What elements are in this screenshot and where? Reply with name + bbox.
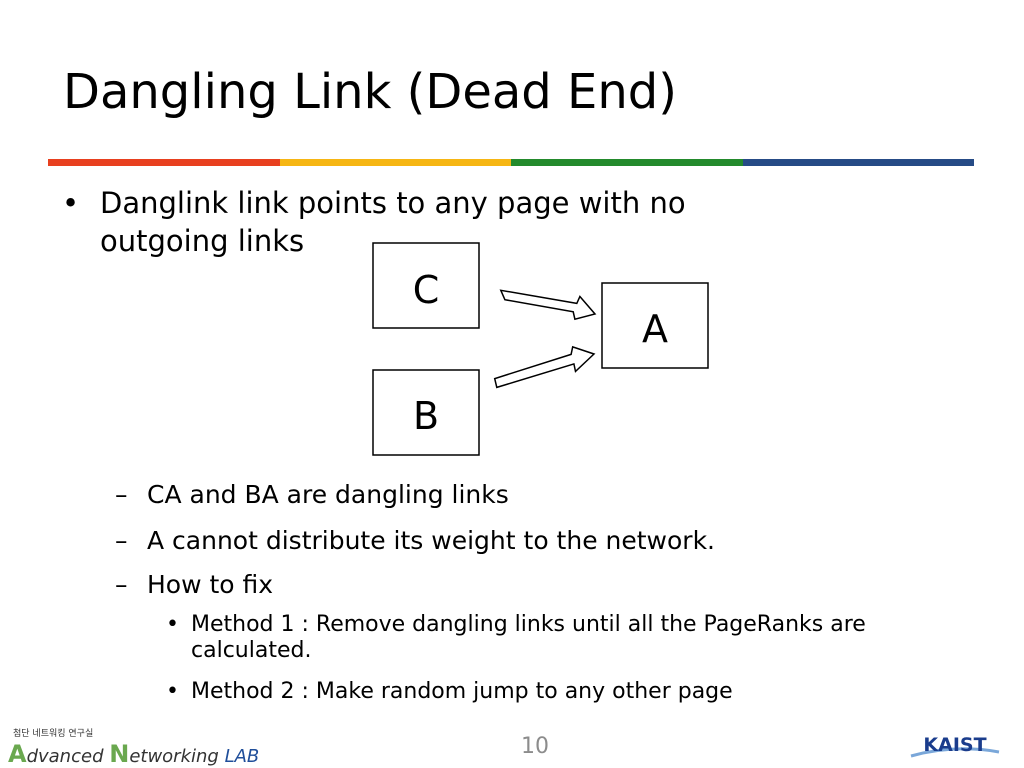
sub-item-text: How to fix [147, 570, 274, 599]
arrow-c-to-a [499, 289, 597, 321]
lab-korean-name: 첨단 네트워킹 연구실 [13, 729, 94, 739]
method-2-text: Method 2 : Make random jump to any other… [191, 679, 733, 704]
lab-logo: 첨단 네트워킹 연구실 Advanced Networking LAB [8, 722, 259, 768]
sub-item-text: A cannot distribute its weight to the ne… [147, 526, 716, 555]
lab-english-name: Advanced Networking LAB [8, 740, 260, 768]
color-segment-navy [742, 159, 974, 166]
bullet-marker: • [166, 612, 179, 637]
method-1: • Method 1 : Remove dangling links until… [166, 612, 981, 664]
main-bullet-text: Danglink link points to any page with no… [100, 186, 686, 258]
node-c: C [372, 242, 480, 329]
bullet-marker: • [62, 186, 80, 220]
dash-marker: – [115, 480, 128, 509]
node-b: B [372, 369, 480, 456]
slide-title: Dangling Link (Dead End) [63, 64, 677, 120]
bullet-marker: • [166, 679, 179, 704]
main-bullet: • Danglink link points to any page with … [62, 184, 822, 260]
sub-item-text: CA and BA are dangling links [147, 480, 509, 509]
node-b-label: B [413, 394, 439, 438]
sub-item-dangling-links: –CA and BA are dangling links [115, 480, 975, 510]
kaist-logo: KAIST [910, 734, 1000, 758]
color-segment-yellow [279, 159, 511, 166]
dash-marker: – [115, 570, 128, 599]
arrow-b-to-a [493, 345, 596, 389]
dash-marker: – [115, 526, 128, 555]
kaist-logo-text: KAIST [923, 734, 986, 756]
node-a-label: A [642, 307, 668, 351]
color-segment-green [511, 159, 743, 166]
color-segment-red [48, 159, 280, 166]
method-2: • Method 2 : Make random jump to any oth… [166, 679, 981, 705]
title-color-bar [48, 159, 974, 166]
node-c-label: C [413, 268, 440, 312]
dangling-link-diagram: C B A [372, 242, 709, 456]
sub-item-cannot-distribute: –A cannot distribute its weight to the n… [115, 526, 975, 556]
method-1-text: Method 1 : Remove dangling links until a… [191, 612, 866, 663]
node-a: A [601, 282, 709, 369]
sub-item-how-to-fix: –How to fix [115, 570, 975, 600]
page-number: 10 [521, 734, 549, 759]
